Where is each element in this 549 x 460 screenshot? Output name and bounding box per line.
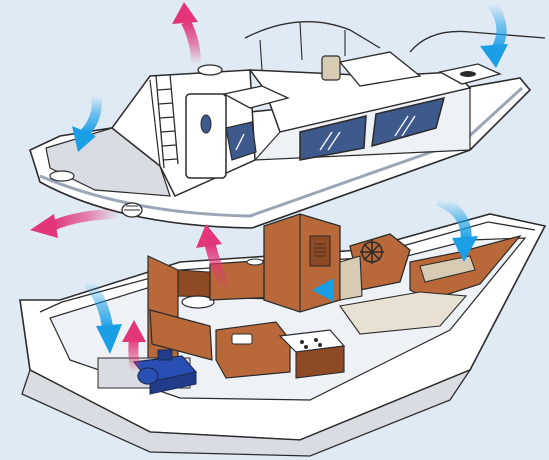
- helm-seat: [322, 56, 340, 80]
- pink-exhaust-arrow: [172, 2, 198, 64]
- galley-sink-unit: [216, 322, 290, 378]
- upper-deck: [30, 22, 545, 228]
- cabin-door: [186, 94, 226, 178]
- bow-rail: [410, 31, 545, 52]
- blue-intake-arrow: [480, 4, 508, 68]
- pink-exhaust-arrow: [30, 214, 120, 238]
- roof-vent: [198, 65, 222, 75]
- porthole: [201, 115, 211, 133]
- rear-cleat: [50, 171, 74, 181]
- toilet: [182, 296, 214, 308]
